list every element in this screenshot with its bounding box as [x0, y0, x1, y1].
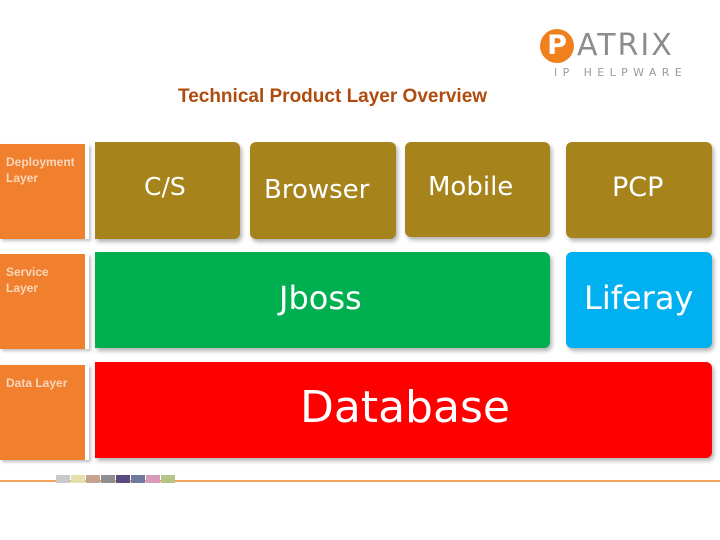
service-layer-label: Service Layer [0, 254, 89, 349]
pcp-label: PCP [612, 172, 664, 203]
deployment-layer-label: Deployment Layer [0, 144, 89, 239]
footer-divider [0, 480, 720, 482]
footer-swatch [131, 475, 145, 483]
footer-swatch [116, 475, 130, 483]
footer-swatch [161, 475, 175, 483]
logo-wordmark: ATRIX [577, 28, 674, 63]
footer-swatch [101, 475, 115, 483]
liferay-label: Liferay [584, 279, 694, 317]
browser-box [250, 142, 396, 239]
pcp-box [566, 142, 712, 238]
browser-label: Browser [264, 175, 370, 205]
footer-swatch [146, 475, 160, 483]
jboss-label: Jboss [279, 279, 362, 317]
logo-initial: P [540, 29, 574, 63]
liferay-box [566, 252, 712, 348]
database-label: Database [300, 382, 510, 433]
cs-label: C/S [144, 172, 186, 201]
page-title: Technical Product Layer Overview [178, 86, 488, 107]
footer-swatch [56, 475, 70, 483]
mobile-box [405, 142, 550, 237]
jboss-box [95, 252, 550, 348]
patrix-logo: P ATRIX IP HELPWARE [540, 28, 700, 88]
database-box [95, 362, 712, 458]
footer-swatch [71, 475, 85, 483]
footer-swatch [86, 475, 100, 483]
data-layer-label: Data Layer [0, 365, 89, 460]
logo-tagline: IP HELPWARE [554, 66, 688, 79]
cs-box [95, 142, 240, 239]
mobile-label: Mobile [428, 172, 514, 202]
